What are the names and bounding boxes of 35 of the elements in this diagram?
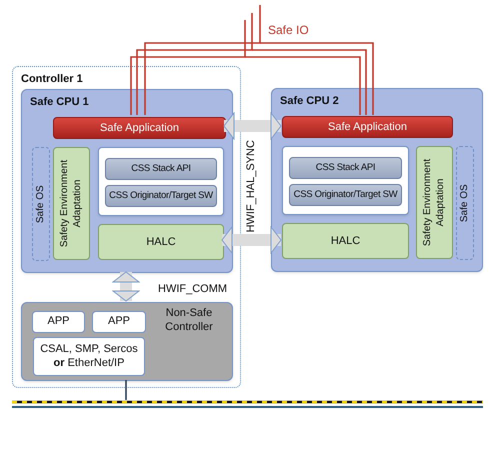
software-block: CSS Stack API [289,157,402,179]
software-block: CSS Stack API [105,158,217,180]
panel-title: Non-Safe Controller [164,307,214,334]
stack-panel [98,147,224,216]
software-block: CSS Originator/Target SW [289,184,402,206]
panel-title: Controller 1 [21,72,83,87]
software-block: APP [32,311,85,333]
controller-panel [21,302,233,381]
panel-title: Safe CPU 2 [280,94,339,109]
fieldbus-line [12,400,483,410]
adaptation-column: Safety Environment Adaptation [416,146,453,259]
hal-block: HALC [282,223,409,259]
controller-group [12,66,241,388]
signal-lines [125,380,127,400]
signal-lines [130,4,261,116]
double-arrow [112,272,140,302]
adaptation-column: Safety Environment Adaptation [53,147,90,260]
application-bar: Safe Application [282,116,453,138]
signal-label: Safe IO [268,22,309,39]
interface-label: HWIF_HAL_SYNC [244,140,258,232]
hal-block: HALC [98,224,224,260]
cpu-panel [271,88,483,272]
edge-label: HWIF_COMM [156,281,230,298]
panel-title: Safe CPU 1 [30,95,89,110]
stack-panel [282,146,409,215]
os-column: Safe OS [32,147,50,261]
software-block: CSS Originator/Target SW [105,185,217,207]
os-column: Safe OS [456,146,474,260]
software-block: CSAL, SMP, Sercos or EtherNet/IP [33,337,145,376]
signal-lines [244,42,374,116]
application-bar: Safe Application [53,117,226,139]
double-arrow [222,226,282,254]
software-block: APP [92,311,146,333]
double-arrow [224,112,282,140]
cpu-panel [21,89,233,273]
